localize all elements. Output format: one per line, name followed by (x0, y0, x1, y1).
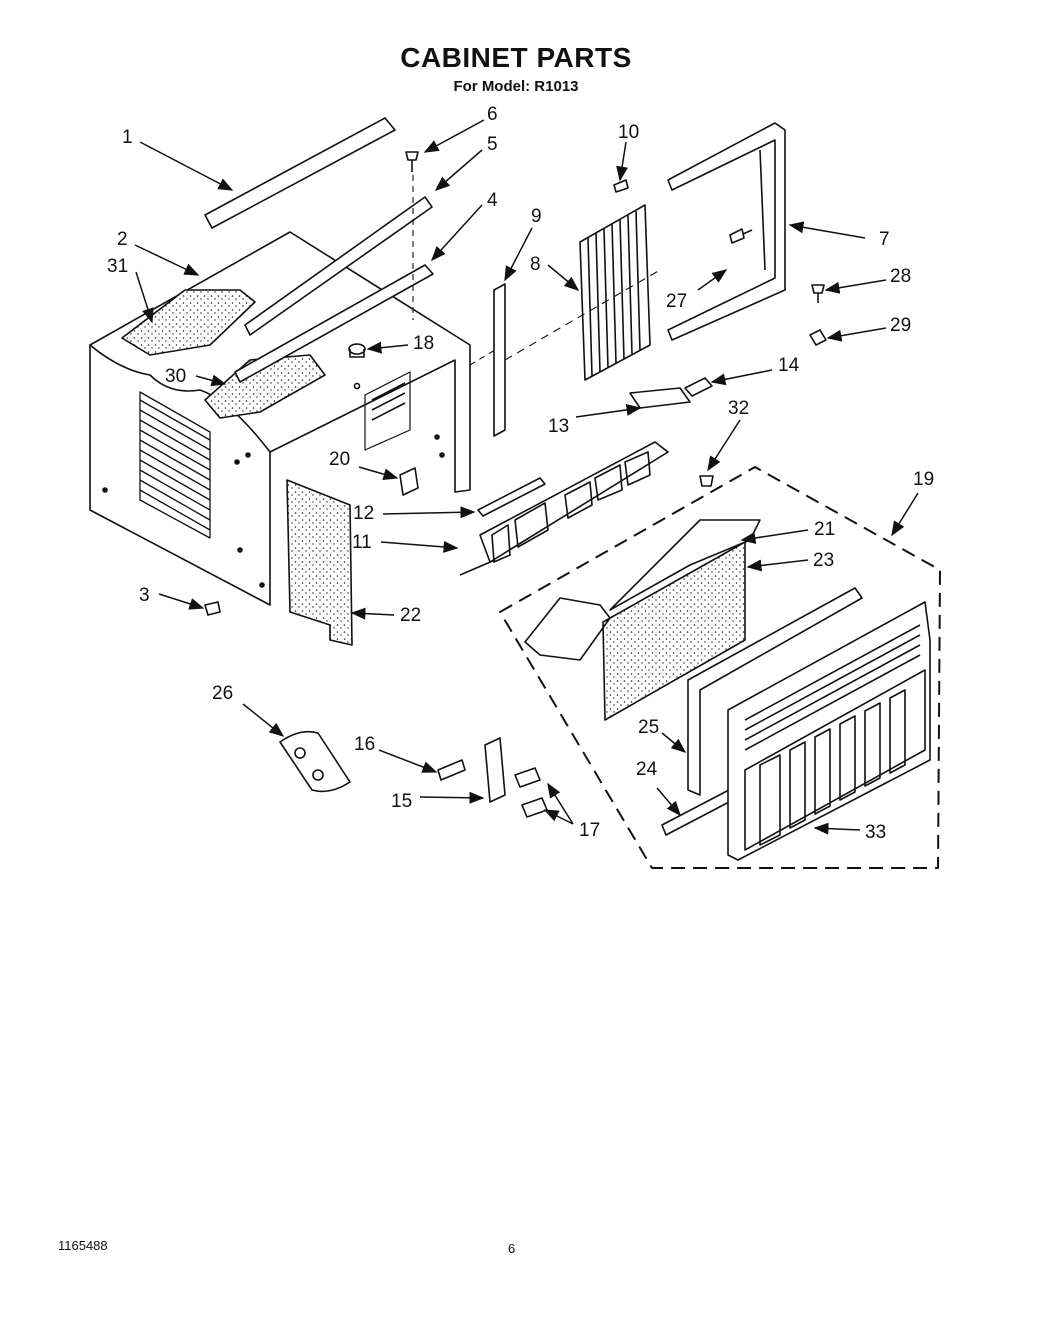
callout-3: 3 (139, 585, 150, 606)
knob-17a (514, 767, 541, 788)
accordion-curtain-8 (579, 204, 651, 381)
top-strip-5 (244, 196, 433, 336)
foam-panel-22 (286, 479, 353, 646)
callout-11: 11 (352, 532, 372, 553)
callout-9: 9 (531, 206, 542, 227)
callout-23: 23 (813, 550, 834, 571)
side-bar-9 (493, 283, 506, 437)
callout-17: 17 (579, 820, 600, 841)
callout-26: 26 (212, 683, 233, 704)
filter-panel-23 (602, 541, 746, 721)
gasket-25 (687, 587, 863, 796)
callout-19: 19 (913, 469, 934, 490)
knob-17b (521, 797, 548, 818)
callout-13: 13 (548, 416, 569, 437)
callout-4: 4 (487, 190, 498, 211)
support-frame-21 (524, 519, 761, 661)
page-number: 6 (508, 1241, 516, 1256)
clip-14 (684, 377, 713, 397)
callout-27: 27 (666, 291, 687, 312)
callout-2: 2 (117, 229, 128, 250)
callout-10: 10 (618, 122, 639, 143)
front-grille-33 (727, 601, 931, 861)
callout-20: 20 (329, 449, 350, 470)
callout-24: 24 (636, 759, 658, 780)
callout-12: 12 (353, 503, 374, 524)
top-rail-4 (234, 264, 434, 383)
document-number: 1165488 (58, 1238, 108, 1253)
callout-21: 21 (814, 519, 835, 540)
callout-16: 16 (354, 734, 375, 755)
damper-assembly-12 (459, 441, 669, 576)
callout-6: 6 (487, 104, 498, 125)
callout-30: 30 (165, 366, 186, 387)
cabinet-louvers (139, 391, 211, 539)
kit-boundary-19 (499, 466, 941, 869)
clip-16 (437, 759, 466, 781)
page-title: CABINET PARTS (400, 42, 632, 73)
callout-labels: 1 2 3 4 5 6 7 8 9 10 11 12 13 14 15 16 1… (107, 104, 934, 843)
callout-5: 5 (487, 134, 498, 155)
top-rail-1 (204, 117, 396, 229)
callout-1: 1 (122, 127, 133, 148)
callout-22: 22 (400, 605, 421, 626)
mounting-plate-15 (484, 737, 506, 803)
callout-7: 7 (879, 229, 890, 250)
slide-13 (629, 387, 691, 409)
callout-29: 29 (890, 315, 911, 336)
accordion-frame-7 (667, 122, 786, 341)
callout-18: 18 (413, 333, 434, 354)
callout-31: 31 (107, 256, 128, 277)
callout-33: 33 (865, 822, 886, 843)
callout-28: 28 (890, 266, 911, 287)
insulation-top-31 (121, 289, 256, 356)
model-subtitle: For Model: R1013 (453, 78, 579, 95)
bracket-26 (279, 730, 351, 793)
callout-8: 8 (530, 254, 541, 275)
bracket-20 (399, 467, 419, 496)
callout-14: 14 (778, 355, 800, 376)
callout-15: 15 (391, 791, 412, 812)
insulation-top-30 (204, 354, 326, 419)
callout-25: 25 (638, 717, 659, 738)
callout-32: 32 (728, 398, 749, 419)
